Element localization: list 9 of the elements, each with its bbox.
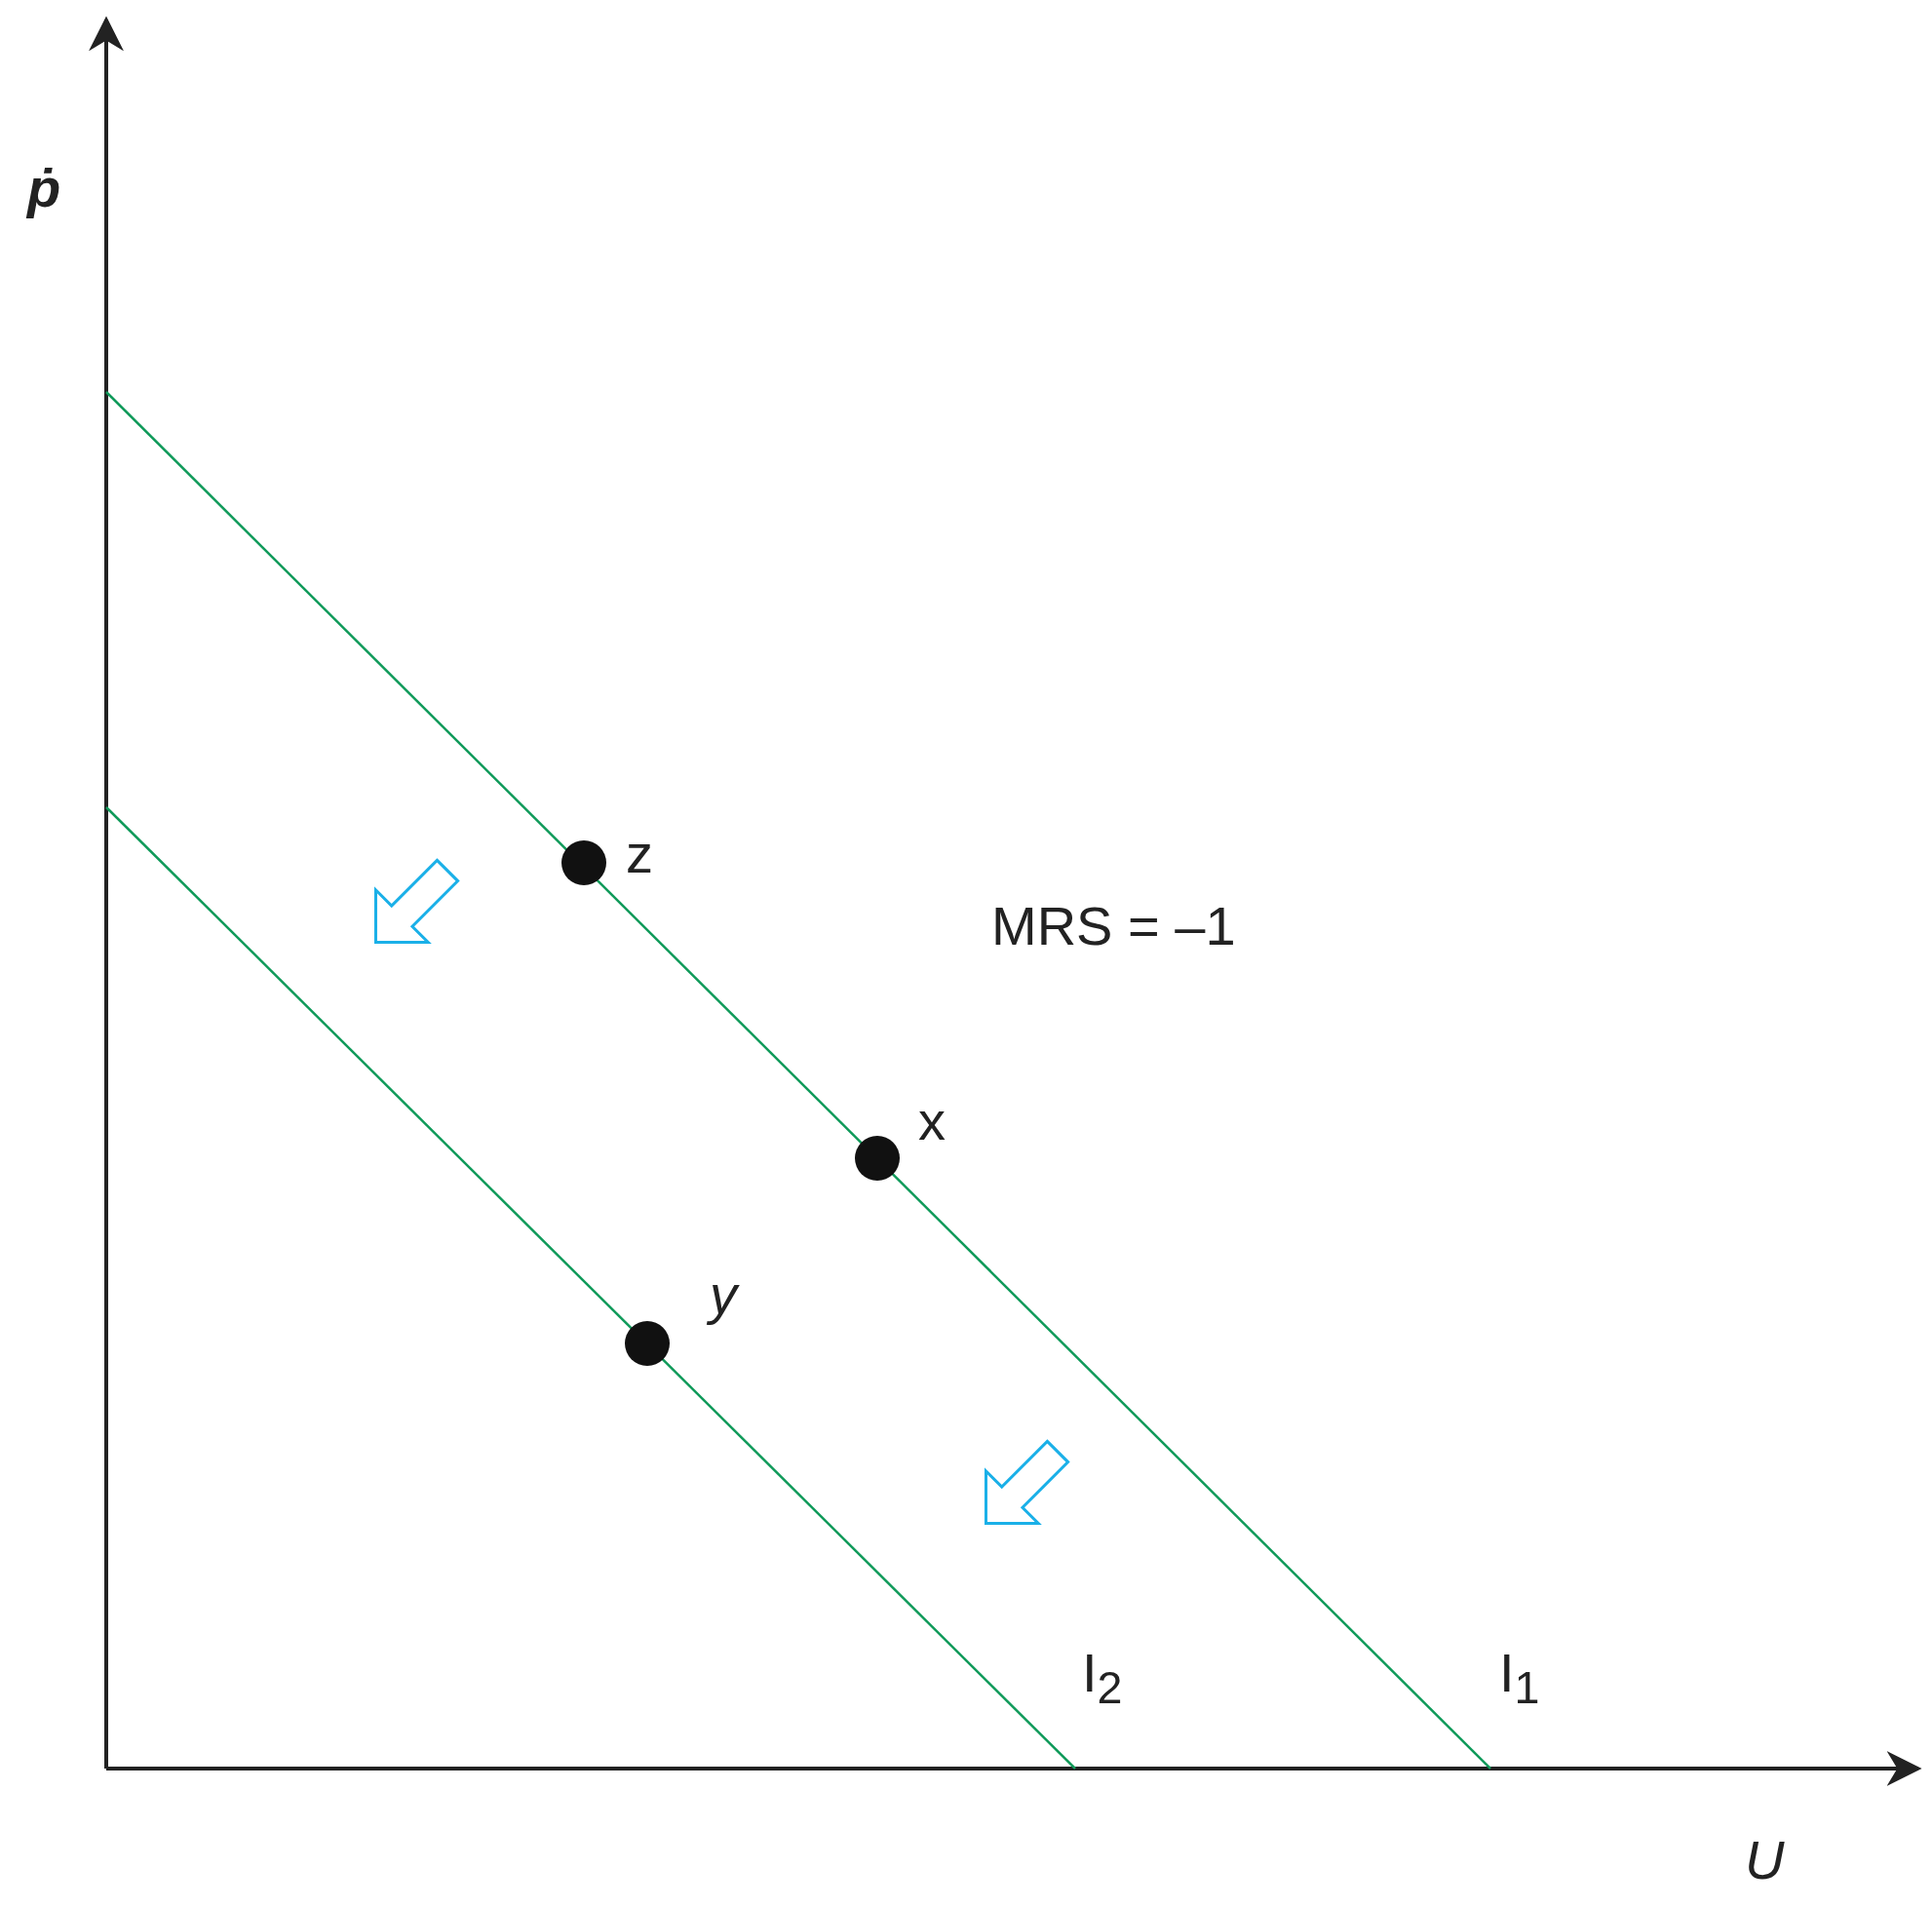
point-marker (561, 840, 606, 885)
point-marker (625, 1321, 670, 1366)
equation-label: MRS = –1 (991, 899, 1236, 954)
curve-label: I$_{1}$ (1499, 1646, 1540, 1711)
curve-label: I$_{2}$ (1082, 1646, 1123, 1711)
axis-label: U (1745, 1833, 1785, 1888)
point-label: x (918, 1094, 946, 1148)
point-marker (855, 1136, 900, 1181)
point-label: z (626, 827, 653, 881)
